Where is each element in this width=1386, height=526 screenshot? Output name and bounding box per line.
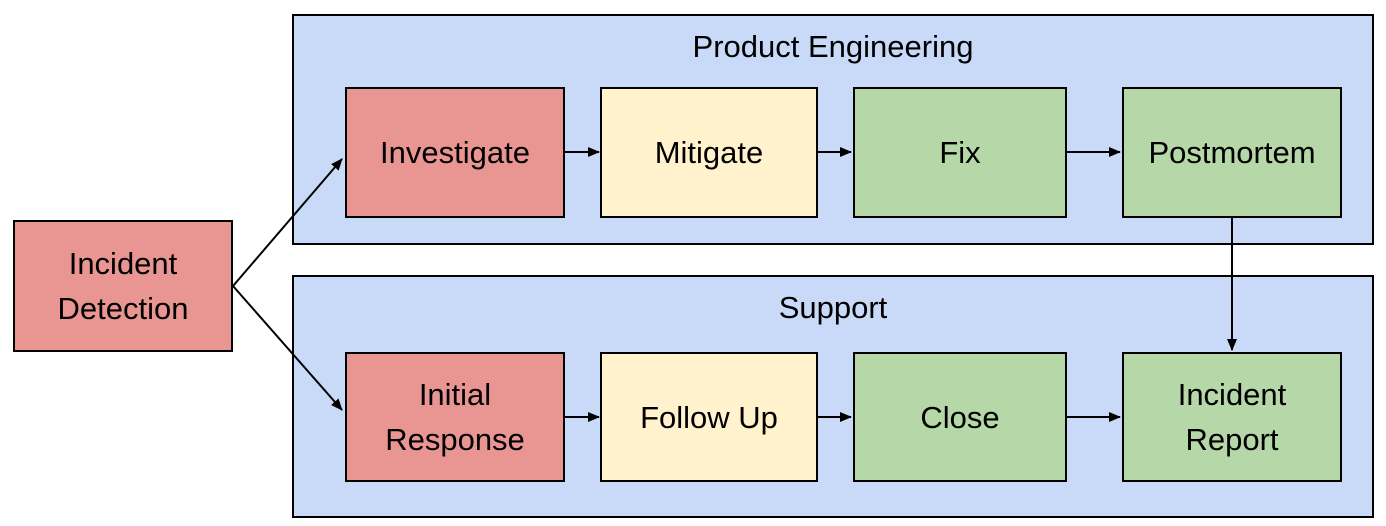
- node-label: Incident Report: [1177, 377, 1287, 457]
- node-label: Initial Response: [385, 377, 525, 457]
- node-investigate: Investigate: [345, 87, 565, 218]
- node-label: Follow Up: [640, 399, 778, 435]
- lane-title-product-engineering: Product Engineering: [692, 29, 974, 64]
- node-follow-up: Follow Up: [600, 352, 818, 482]
- node-incident-report: Incident Report: [1122, 352, 1342, 482]
- node-postmortem: Postmortem: [1122, 87, 1342, 218]
- node-incident-detection: Incident Detection: [13, 220, 233, 352]
- node-label: Incident Detection: [57, 246, 189, 326]
- node-label: Mitigate: [654, 135, 764, 170]
- node-initial-response: Initial Response: [345, 352, 565, 482]
- node-close: Close: [853, 352, 1067, 482]
- node-fix: Fix: [853, 87, 1067, 218]
- lane-title-support: Support: [778, 290, 888, 325]
- node-mitigate: Mitigate: [600, 87, 818, 218]
- node-label: Investigate: [380, 135, 530, 170]
- node-label: Postmortem: [1148, 135, 1316, 170]
- node-label: Fix: [939, 135, 981, 170]
- node-label: Close: [920, 399, 1000, 435]
